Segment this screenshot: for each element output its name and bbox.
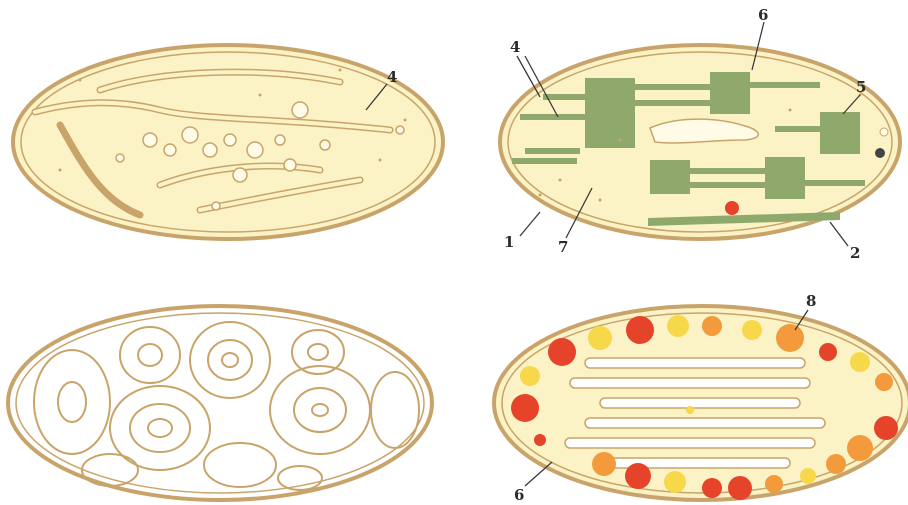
cell-b-label-4: 4 <box>510 38 520 56</box>
cell-b-label-6: 6 <box>758 6 768 24</box>
cell-a: 4 <box>13 45 443 239</box>
cell-b-red-granule <box>725 201 739 215</box>
cell-d-label-6: 6 <box>514 486 524 504</box>
cell-d: 8 6 <box>494 292 908 504</box>
cell-b-label-7: 7 <box>558 238 568 256</box>
cell-b: 4 6 5 1 7 2 <box>500 6 900 262</box>
cell-b-label-5: 5 <box>856 78 866 96</box>
cell-d-label-6-leader <box>525 462 552 486</box>
cell-b-dark-granule <box>875 148 885 158</box>
cell-a-label-4: 4 <box>387 68 397 86</box>
cell-c-outer-membrane <box>8 306 432 500</box>
cell-b-label-1-leader <box>520 212 540 236</box>
cell-b-label-1: 1 <box>504 233 514 251</box>
cell-c <box>8 306 432 500</box>
cell-b-label-2-leader <box>830 222 848 246</box>
cell-b-label-2: 2 <box>850 244 860 262</box>
cell-d-label-8: 8 <box>806 292 816 310</box>
